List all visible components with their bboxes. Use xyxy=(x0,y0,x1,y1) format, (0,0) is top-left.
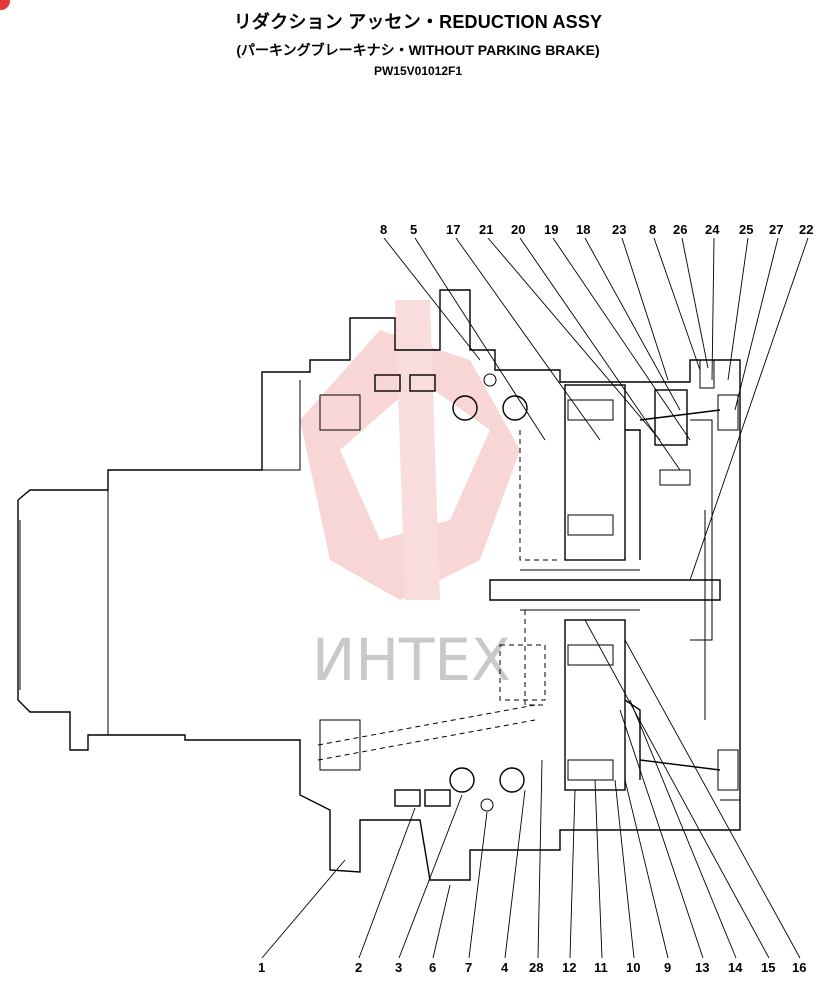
callout-label: 28 xyxy=(529,960,543,975)
diagram-title: リダクション アッセン・REDUCTION ASSY xyxy=(233,12,603,32)
callout-label: 7 xyxy=(465,960,472,975)
callout-label: 10 xyxy=(626,960,640,975)
callout-label: 22 xyxy=(799,222,813,237)
callout-label: 23 xyxy=(612,222,626,237)
corner-badge xyxy=(0,0,10,10)
callout-label: 8 xyxy=(649,222,656,237)
callout-label: 20 xyxy=(511,222,525,237)
hidden-lines xyxy=(317,430,560,761)
callout-label: 17 xyxy=(446,222,460,237)
callout-label: 13 xyxy=(695,960,709,975)
callout-label: 19 xyxy=(544,222,558,237)
part-code: PW15V01012F1 xyxy=(373,64,463,78)
callout-label: 9 xyxy=(664,960,671,975)
callout-label: 1 xyxy=(258,960,265,975)
output-shaft xyxy=(489,569,721,611)
callout-label: 14 xyxy=(728,960,743,975)
callout-label: 15 xyxy=(761,960,775,975)
callout-label: 21 xyxy=(479,222,493,237)
callout-label: 24 xyxy=(705,222,720,237)
callout-label: 4 xyxy=(501,960,509,975)
callouts-bottom: 1 2 3 6 7 4 28 12 11 10 9 13 14 15 16 xyxy=(258,960,806,975)
callout-label: 8 xyxy=(380,222,387,237)
callout-label: 2 xyxy=(355,960,362,975)
reduction-case xyxy=(630,359,741,831)
callout-label: 27 xyxy=(769,222,783,237)
diagram-subtitle: (パーキングブレーキナシ・WITHOUT PARKING BRAKE) xyxy=(236,42,600,58)
callout-label: 3 xyxy=(395,960,402,975)
callout-label: 18 xyxy=(576,222,590,237)
motor-housing xyxy=(17,289,630,881)
callout-label: 6 xyxy=(429,960,436,975)
callouts-top: 8 5 17 21 20 19 18 23 8 26 24 25 27 22 xyxy=(380,222,813,237)
leader-lines xyxy=(261,237,809,959)
callout-label: 11 xyxy=(594,960,608,975)
watermark-text: ИНТЕХ xyxy=(312,626,511,694)
callout-label: 26 xyxy=(673,222,687,237)
callout-label: 12 xyxy=(562,960,576,975)
bearings xyxy=(374,373,528,812)
callout-label: 5 xyxy=(410,222,417,237)
callout-label: 25 xyxy=(739,222,753,237)
callout-label: 16 xyxy=(792,960,806,975)
watermark-logo-icon xyxy=(300,300,520,600)
